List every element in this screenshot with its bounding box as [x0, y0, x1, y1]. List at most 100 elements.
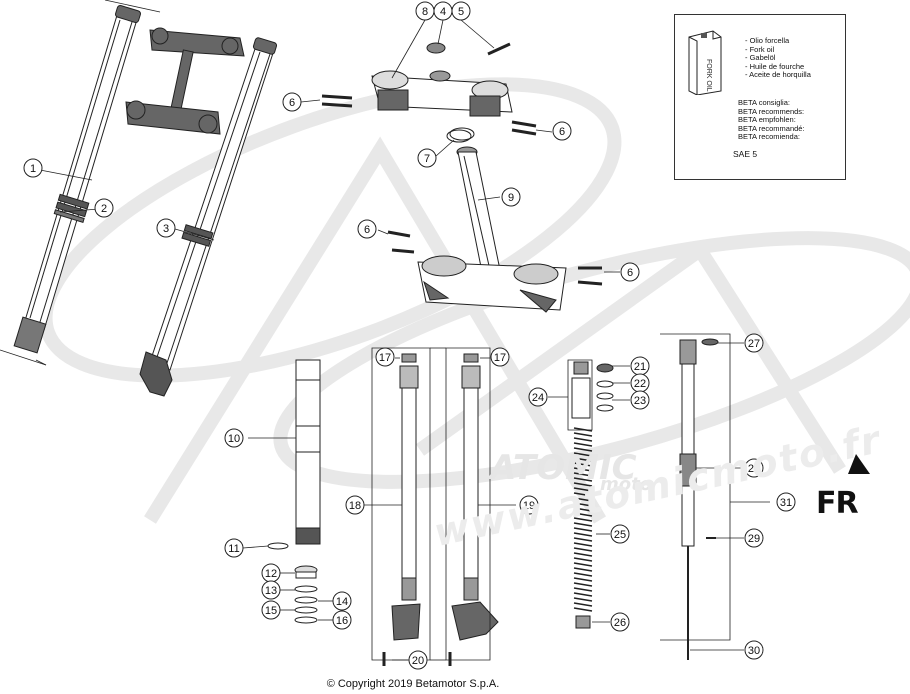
callout-circle	[357, 219, 377, 239]
callout-9: 9	[501, 187, 521, 207]
callout-circle	[332, 591, 352, 611]
callout-6: 6	[357, 219, 377, 239]
callout-circle	[776, 492, 796, 512]
spring-coil	[573, 602, 593, 607]
callout-label: 5	[458, 6, 464, 18]
callout-label: 27	[748, 338, 760, 350]
callout-17: 17	[375, 347, 395, 367]
spring-coil	[573, 567, 593, 572]
callout-2: 2	[94, 198, 114, 218]
spring-coil	[573, 552, 593, 557]
spring-coil	[573, 452, 593, 457]
callout-15: 15	[261, 600, 281, 620]
recommend-line: BETA recomienda:	[738, 132, 800, 142]
callout-circle	[744, 640, 764, 660]
spring-coil	[573, 607, 593, 612]
spring-coil	[573, 587, 593, 592]
spring-coil	[573, 562, 593, 567]
callout-label: 3	[163, 223, 169, 235]
oil-grade: SAE 5	[733, 149, 758, 159]
callout-label: 14	[336, 596, 348, 608]
recommend-line: BETA recommandé:	[738, 123, 805, 133]
callout-circle	[490, 347, 510, 367]
parts-linework	[0, 0, 731, 666]
inner-tube-right	[451, 353, 499, 641]
fork-leg-right	[139, 37, 278, 397]
spring-coil	[573, 517, 593, 522]
watermark-graphic	[38, 77, 910, 524]
callout-circle	[345, 495, 365, 515]
callout-26: 26	[610, 612, 630, 632]
spring-coil	[573, 447, 593, 452]
callout-circle	[528, 387, 548, 407]
oil-names: - Olio forcella - Fork oil - Gabelöl - H…	[745, 36, 811, 80]
spring-coil	[573, 482, 593, 487]
callout-7: 7	[417, 148, 437, 168]
spring-coil	[573, 582, 593, 587]
spring-coil	[573, 577, 593, 582]
callout-circle	[610, 612, 630, 632]
callout-label: 22	[634, 378, 646, 390]
callout-label: 24	[532, 392, 544, 404]
callout-label: 10	[228, 433, 240, 445]
callout-13: 13	[261, 580, 281, 600]
callout-circle	[261, 600, 281, 620]
spring-coil	[573, 557, 593, 562]
spring	[573, 427, 593, 612]
callout-label: 17	[494, 352, 506, 364]
callout-label: 12	[265, 568, 277, 580]
upper-triple-clamp	[321, 42, 537, 141]
steering-assembly-small	[125, 27, 245, 135]
callout-8: 8	[415, 1, 435, 21]
callout-6: 6	[552, 121, 572, 141]
callout-label: 21	[634, 361, 646, 373]
spring-coil	[573, 472, 593, 477]
inner-tube-left	[391, 353, 421, 641]
spring-coil	[573, 512, 593, 517]
callout-label: 25	[614, 529, 626, 541]
callout-12: 12	[261, 563, 281, 583]
callout-circle	[744, 528, 764, 548]
callout-label: 4	[440, 6, 446, 18]
spring-coil	[573, 532, 593, 537]
spring-coil	[573, 457, 593, 462]
steering-stem	[387, 146, 603, 313]
callout-label: 17	[379, 352, 391, 364]
callout-31: 31	[776, 492, 796, 512]
recommend-line: BETA recommends:	[738, 106, 805, 116]
outer-tube	[295, 359, 321, 545]
oil-name: - Gabelöl	[745, 53, 776, 63]
spring-coil	[573, 507, 593, 512]
callout-label: 13	[265, 585, 277, 597]
watermark-logo-sub: moto	[600, 474, 653, 495]
callout-circle	[156, 218, 176, 238]
spring-coil	[573, 502, 593, 507]
callout-circle	[23, 158, 43, 178]
callout-circle	[415, 1, 435, 21]
callout-circle	[620, 262, 640, 282]
callout-30: 30	[744, 640, 764, 660]
callout-14: 14	[332, 591, 352, 611]
callout-circle	[519, 495, 539, 515]
callout-23: 23	[630, 390, 650, 410]
spring-coil	[573, 542, 593, 547]
callout-24: 24	[528, 387, 548, 407]
cartridge-top	[567, 359, 614, 431]
callout-label: 18	[349, 500, 361, 512]
oil-spec-box: FORK OIL - Olio forcella - Fork oil - Ga…	[674, 14, 846, 180]
callout-label: 6	[289, 97, 295, 109]
watermark-arrow-icon	[848, 454, 870, 474]
spring-coil	[573, 592, 593, 597]
fork-leg-left	[0, 0, 161, 366]
callout-label: 8	[422, 6, 428, 18]
callout-label: 23	[634, 395, 646, 407]
callout-label: 11	[228, 543, 239, 555]
spring-coil	[573, 467, 593, 472]
spring-coil	[573, 492, 593, 497]
callout-3: 3	[156, 218, 176, 238]
callout-label: 16	[336, 615, 348, 627]
callout-circle	[552, 121, 572, 141]
callout-18: 18	[345, 495, 365, 515]
o-ring	[446, 129, 472, 143]
